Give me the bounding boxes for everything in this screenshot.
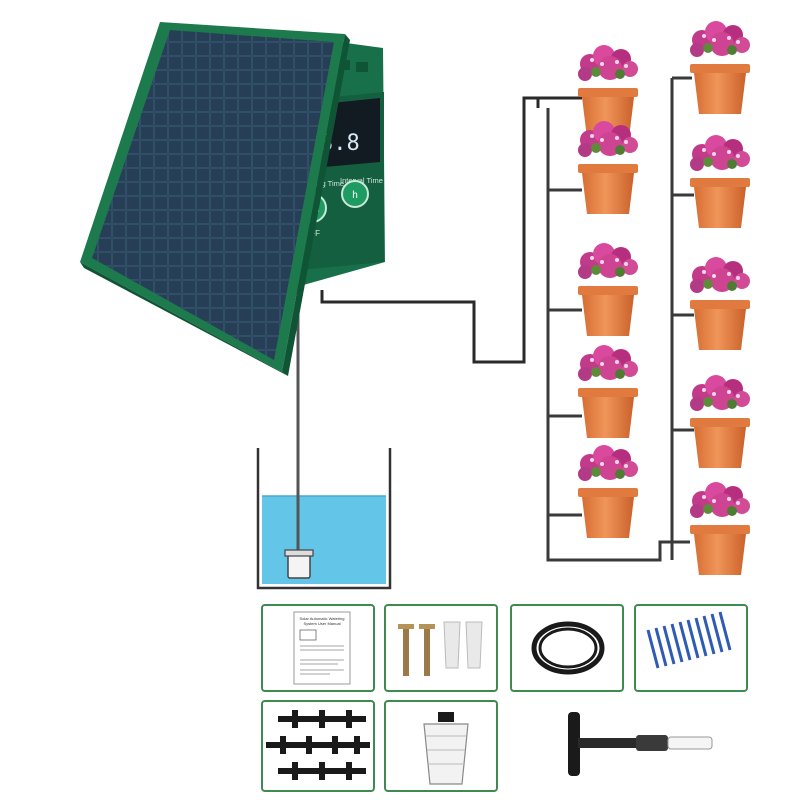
manual-title-line1: Solar Automatic Watering [300,616,345,621]
flower-pot [690,21,750,114]
flower-pot [690,257,750,350]
user-manual: Solar Automatic Watering System User Man… [293,611,351,685]
tee-connectors [266,710,370,780]
tubing-coil [531,621,605,675]
screws [398,624,435,676]
hour-button[interactable]: h [341,180,369,208]
accessory-box-drip-stakes [634,604,748,692]
accessory-box-screws [384,604,498,692]
flower-pot [578,345,638,438]
solar-panel [80,22,350,376]
flower-pot [578,445,638,538]
flower-pot [578,121,638,214]
manual-title-line2: System User Manual [303,621,340,626]
accessory-box-manual [261,604,375,692]
tee-valve [568,712,713,776]
plant-rack-tubing [546,76,694,562]
hour-button-label: h [352,190,358,201]
drip-stakes [646,611,732,669]
flower-pot [690,482,750,575]
accessory-box-tubing [510,604,624,692]
flower-pot [690,375,750,468]
main-tubing [320,96,582,364]
interval-time-label: Interval Time [340,176,383,185]
submersible-pump [284,549,314,579]
water-container [256,448,392,590]
water-filter [423,712,469,785]
flower-pot [578,243,638,336]
accessory-box-connectors [261,700,375,792]
wall-anchors [443,621,483,669]
accessory-box-filter [384,700,498,792]
flower-pot [690,135,750,228]
